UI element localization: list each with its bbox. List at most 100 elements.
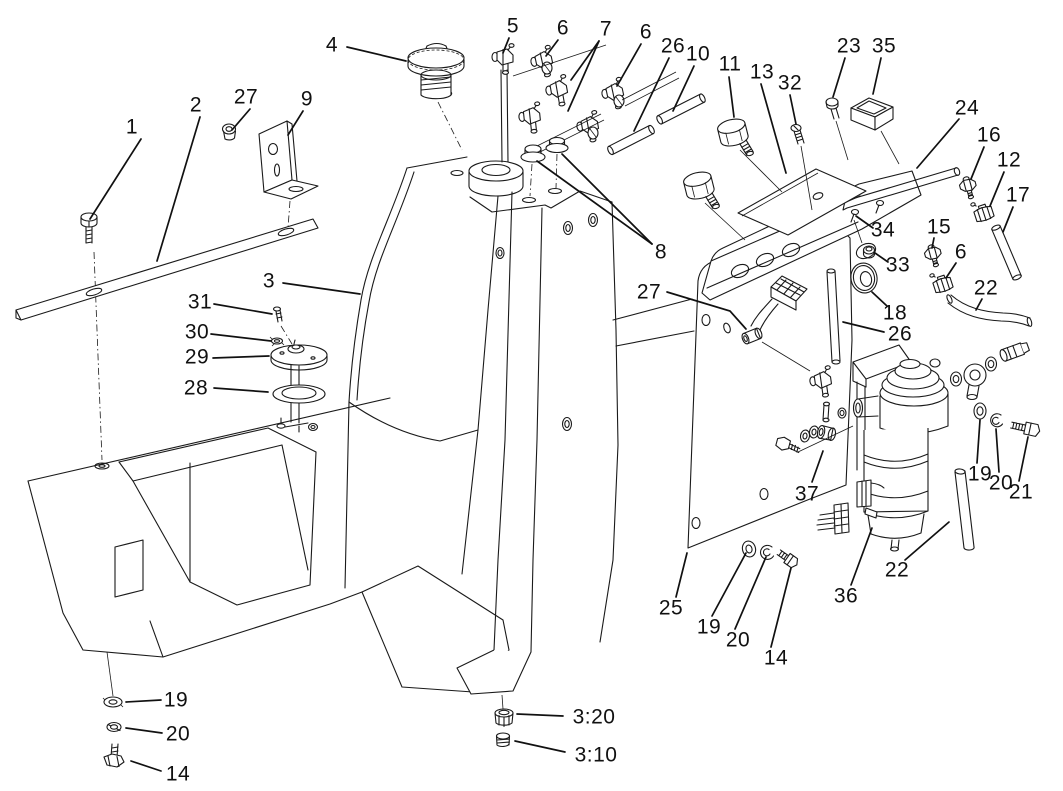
callout-label: 14	[165, 762, 191, 786]
callout-label: 23	[836, 34, 862, 58]
callout-label: 5	[506, 14, 520, 38]
callout-label: 20	[988, 471, 1014, 495]
callout-leader	[157, 117, 200, 261]
callout-leader	[932, 238, 934, 248]
wire-connector	[751, 276, 807, 330]
callout-label: 32	[777, 71, 803, 95]
callout-label: 12	[996, 148, 1022, 172]
callout-leader	[537, 161, 652, 244]
callout-label: 25	[658, 596, 684, 620]
callout-leader	[667, 292, 746, 329]
callout-leader	[790, 95, 796, 124]
callout-leader	[990, 172, 1004, 206]
callout-leader	[1003, 207, 1013, 232]
callout-leader	[851, 528, 872, 585]
callout-label: 20	[165, 722, 191, 746]
callout-label: 13	[749, 60, 775, 84]
fuel-sender-28-31	[270, 307, 327, 432]
bottom-fittings-320-310	[495, 695, 513, 746]
callout-label: 2	[189, 93, 203, 117]
callout-leader	[515, 741, 565, 752]
callout-leader	[347, 47, 406, 61]
callout-leader	[812, 451, 823, 482]
callout-label: 31	[187, 290, 213, 314]
panel-bushing-27	[722, 322, 810, 371]
callout-leader	[875, 253, 888, 262]
callout-leader	[214, 304, 272, 314]
fuel-hose-26-vertical	[807, 269, 846, 422]
callout-label: 17	[1005, 183, 1031, 207]
callout-leader	[546, 40, 558, 56]
callout-leader	[232, 109, 250, 130]
callout-leader	[126, 700, 161, 702]
nut-33	[864, 246, 875, 258]
callout-label: 33	[885, 253, 911, 277]
callout-label: 27	[636, 280, 662, 304]
mount-strap-2	[16, 219, 318, 320]
callout-leader	[976, 299, 982, 310]
mount-bolt-1	[81, 213, 102, 460]
callout-leader	[873, 58, 881, 94]
filler-neck	[469, 161, 523, 196]
callout-leader	[712, 553, 746, 616]
knob-11-upper	[716, 116, 782, 192]
callout-label: 19	[696, 615, 722, 639]
callout-leader	[131, 761, 161, 771]
callout-label: 10	[685, 42, 711, 66]
callout-label: 26	[660, 34, 686, 58]
panel-hardware-19-20-14	[741, 540, 800, 570]
callout-leader	[617, 44, 641, 86]
callout-label: 27	[233, 85, 259, 109]
support-bracket-9	[259, 121, 318, 228]
fuel-filter-36	[817, 345, 948, 551]
right-fittings	[922, 174, 1033, 550]
callout-leader	[571, 41, 599, 80]
callout-leader	[503, 38, 509, 53]
callout-label: 3:20	[572, 705, 616, 729]
callout-label: 6	[556, 16, 570, 40]
callout-leader	[971, 147, 984, 179]
mounting-panel-25	[688, 230, 852, 548]
tank-rear-column	[457, 191, 694, 694]
callout-leader	[872, 292, 887, 306]
hose-17	[991, 224, 1022, 281]
callout-leader	[126, 728, 162, 733]
switch-35	[851, 98, 899, 164]
callout-label: 34	[870, 218, 896, 242]
callout-label: 16	[976, 123, 1002, 147]
fuel-tank-body	[28, 398, 509, 692]
bolt-23	[826, 98, 848, 160]
callout-leader	[213, 356, 269, 358]
callout-label: 22	[973, 276, 999, 300]
callout-label: 20	[725, 628, 751, 652]
callout-leaders	[90, 38, 1028, 771]
callout-label: 6	[954, 240, 968, 264]
callout-leader	[729, 77, 734, 117]
callout-label: 35	[871, 34, 897, 58]
filter-inlet-stack-37	[775, 425, 853, 455]
vent-tube-5	[491, 43, 515, 162]
grommet-18	[848, 261, 880, 296]
callout-label: 36	[833, 584, 859, 608]
banjo-fitting	[951, 341, 1031, 400]
callout-leader	[676, 553, 687, 597]
callout-label: 18	[882, 301, 908, 325]
hose-22-vertical	[955, 468, 974, 550]
callout-label: 6	[639, 20, 653, 44]
callout-leader	[211, 334, 271, 341]
bottom-left-hardware	[103, 652, 124, 767]
callout-label: 15	[926, 215, 952, 239]
callout-label: 3:10	[574, 743, 618, 767]
callout-leader	[761, 84, 786, 173]
callout-label: 11	[718, 52, 742, 76]
callout-label: 26	[887, 322, 913, 346]
callout-label: 29	[184, 345, 210, 369]
callout-label: 4	[325, 33, 339, 57]
elbow-fittings-6-7	[517, 44, 628, 145]
callout-label: 24	[954, 96, 980, 120]
callout-label: 28	[183, 376, 209, 400]
callout-label: 19	[967, 462, 993, 486]
callout-leader	[214, 388, 268, 392]
callout-leader	[735, 557, 766, 629]
